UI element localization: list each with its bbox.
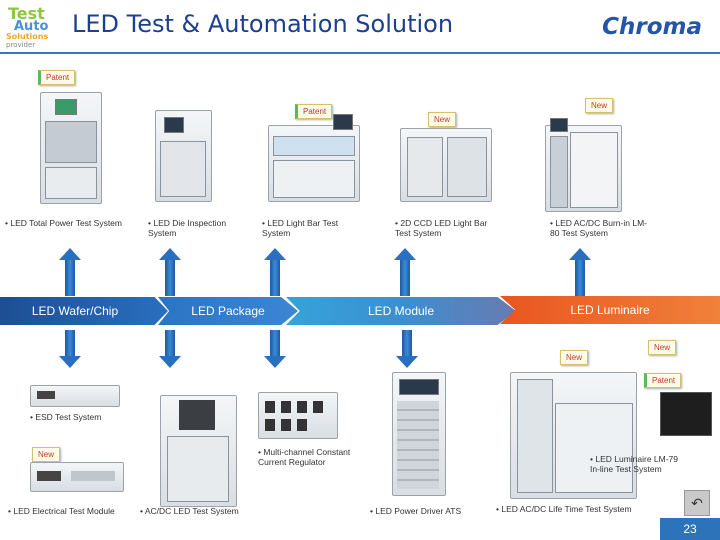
new-tag: New bbox=[428, 112, 457, 127]
arrow-up-head bbox=[569, 248, 591, 260]
arrow-down-head bbox=[264, 356, 286, 368]
total-power-test-machine bbox=[40, 92, 102, 204]
arrow-down-head bbox=[396, 356, 418, 368]
arrow-down-head bbox=[159, 356, 181, 368]
category-label: LED Module bbox=[367, 304, 435, 318]
chroma-logo: Chroma bbox=[602, 14, 702, 40]
arrow-down-package bbox=[165, 330, 175, 358]
lifetime-label: • LED AC/DC Life Time Test System bbox=[496, 504, 632, 514]
die-inspection-machine bbox=[155, 110, 212, 202]
electrical-module-label: • LED Electrical Test Module bbox=[8, 506, 115, 516]
power-driver-label: • LED Power Driver ATS bbox=[370, 506, 462, 516]
lifetime-test-chamber bbox=[660, 392, 712, 436]
category-label: LED Luminaire bbox=[570, 303, 650, 317]
ccd-light-bar-label: • 2D CCD LED Light Bar Test System bbox=[395, 218, 488, 238]
arrow-up-head bbox=[159, 248, 181, 260]
arrow-up-package bbox=[165, 258, 175, 296]
category-led-wafer-chip: LED Wafer/Chip bbox=[0, 297, 168, 325]
patent-tag: Patent bbox=[295, 104, 333, 119]
burn-in-label: • LED AC/DC Burn-in LM-80 Test System bbox=[550, 218, 647, 238]
header-divider bbox=[0, 52, 720, 54]
logo-word-provider: provider bbox=[6, 41, 36, 49]
arrow-down-head bbox=[59, 356, 81, 368]
electrical-test-module-unit bbox=[30, 462, 124, 492]
ccd-light-bar-machine bbox=[400, 128, 492, 202]
arrow-up-head bbox=[394, 248, 416, 260]
arrow-up-package-2 bbox=[270, 258, 280, 296]
logo-word-test: Test bbox=[8, 4, 45, 23]
arrow-up-head bbox=[59, 248, 81, 260]
burn-in-lm80-machine bbox=[545, 118, 622, 212]
esd-label: • ESD Test System bbox=[30, 412, 102, 422]
luminaire-lm79-inline-machine bbox=[510, 372, 637, 499]
patent-tag: Patent bbox=[644, 373, 682, 388]
category-label: LED Wafer/Chip bbox=[31, 304, 119, 318]
esd-test-unit bbox=[30, 385, 120, 407]
power-driver-ats-rack bbox=[392, 372, 446, 496]
arrow-down-package-2 bbox=[270, 330, 280, 358]
arrow-up-module bbox=[400, 258, 410, 296]
page-title: LED Test & Automation Solution bbox=[72, 10, 454, 38]
logo-word-auto: Auto bbox=[14, 19, 49, 34]
category-led-module: LED Module bbox=[286, 297, 516, 325]
total-power-label: • LED Total Power Test System bbox=[5, 218, 122, 228]
arrow-up-wafer bbox=[65, 258, 75, 296]
patent-tag: Patent bbox=[38, 70, 76, 85]
arrow-up-head bbox=[264, 248, 286, 260]
return-arrow-icon: ↶ bbox=[691, 494, 703, 511]
category-led-luminaire: LED Luminaire bbox=[500, 296, 720, 324]
multi-channel-label: • Multi-channel Constant Current Regulat… bbox=[258, 447, 351, 467]
category-led-package: LED Package bbox=[158, 297, 298, 325]
acdc-led-test-machine bbox=[160, 395, 237, 507]
arrow-down-wafer bbox=[65, 330, 75, 358]
light-bar-label: • LED Light Bar Test System bbox=[262, 218, 339, 238]
new-tag: New bbox=[648, 340, 677, 355]
new-tag: New bbox=[585, 98, 614, 113]
multi-channel-regulator-unit bbox=[258, 392, 338, 439]
new-tag: New bbox=[560, 350, 589, 365]
arrow-up-luminaire bbox=[575, 258, 585, 296]
new-tag: New bbox=[32, 447, 61, 462]
page-number: 23 bbox=[660, 518, 720, 540]
arrow-down-module bbox=[402, 330, 412, 358]
category-label: LED Package bbox=[191, 304, 265, 318]
test-auto-logo: Test Auto Solutions provider bbox=[6, 4, 54, 50]
acdc-label: • AC/DC LED Test System bbox=[140, 506, 239, 516]
light-bar-test-machine bbox=[268, 114, 360, 202]
die-inspection-label: • LED Die Inspection System bbox=[148, 218, 227, 238]
logo-word-solutions: Solutions bbox=[6, 32, 49, 41]
luminaire-lm79-label: • LED Luminaire LM-79 In-line Test Syste… bbox=[590, 454, 679, 474]
return-button[interactable]: ↶ bbox=[684, 490, 710, 516]
